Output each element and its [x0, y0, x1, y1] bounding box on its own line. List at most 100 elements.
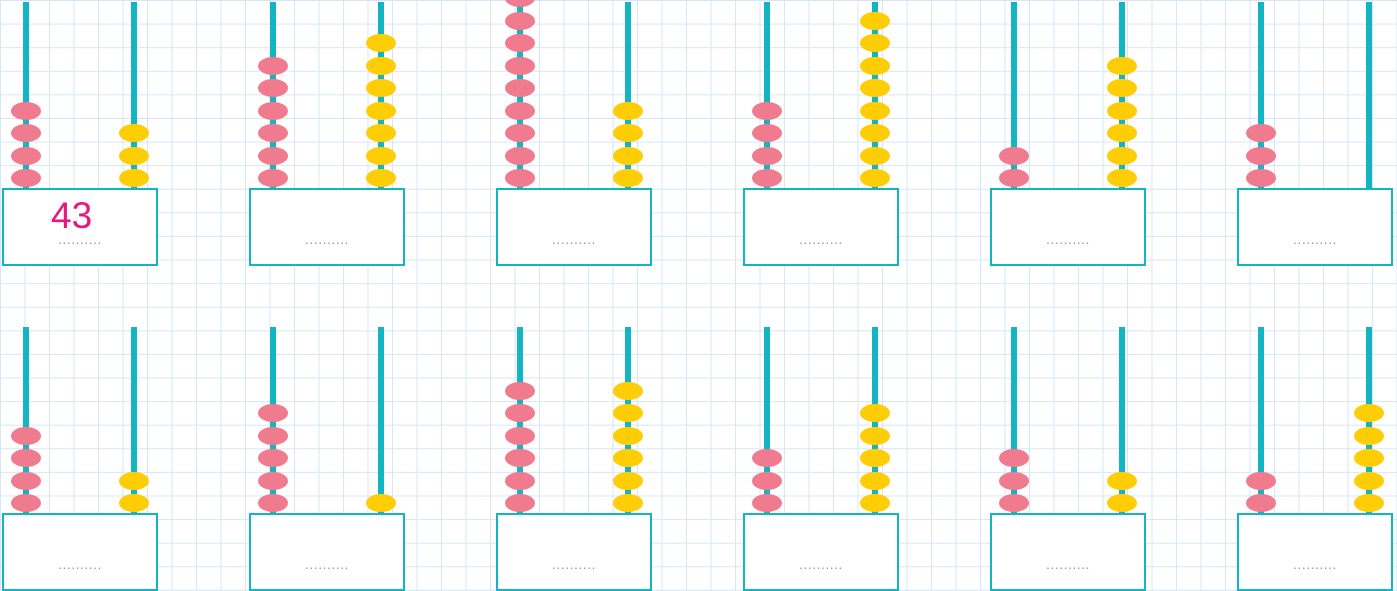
tens-bead [752, 449, 782, 467]
abacus: .......... [1237, 327, 1393, 589]
tens-bead [11, 147, 41, 165]
ones-bead [1107, 124, 1137, 142]
tens-bead [505, 102, 535, 120]
answer-box[interactable]: .......... [249, 188, 405, 266]
ones-bead [860, 102, 890, 120]
tens-bead [999, 449, 1029, 467]
abacus: .......... [990, 327, 1146, 589]
abacus: .......... [249, 2, 405, 264]
ones-bead [860, 57, 890, 75]
ones-bead [613, 427, 643, 445]
answer-blank: .......... [498, 232, 650, 246]
tens-bead [258, 494, 288, 512]
ones-bead [1107, 147, 1137, 165]
tens-bead [505, 494, 535, 512]
tens-bead [258, 449, 288, 467]
tens-bead [505, 79, 535, 97]
ones-bead [366, 169, 396, 187]
ones-bead [1107, 57, 1137, 75]
ones-bead [860, 34, 890, 52]
tens-bead [999, 494, 1029, 512]
tens-bead [258, 57, 288, 75]
ones-bead [860, 12, 890, 30]
tens-bead [999, 147, 1029, 165]
ones-bead [119, 147, 149, 165]
ones-bead [860, 472, 890, 490]
tens-bead [999, 169, 1029, 187]
tens-bead [11, 102, 41, 120]
tens-bead [11, 124, 41, 142]
ones-bead [860, 449, 890, 467]
answer-box[interactable]: .......... [1237, 513, 1393, 591]
ones-bead [860, 147, 890, 165]
tens-bead [1246, 169, 1276, 187]
tens-bead [258, 79, 288, 97]
answer-blank: .......... [1239, 557, 1391, 571]
answer-blank: .......... [745, 232, 897, 246]
tens-bead [11, 494, 41, 512]
ones-bead [613, 124, 643, 142]
ones-rod [1366, 2, 1372, 188]
tens-bead [11, 449, 41, 467]
answer-box[interactable]: .......... [990, 188, 1146, 266]
answer-blank: .......... [251, 557, 403, 571]
ones-bead [1354, 494, 1384, 512]
tens-bead [505, 0, 535, 7]
ones-bead [366, 494, 396, 512]
tens-bead [505, 169, 535, 187]
abacus: .......... [1237, 2, 1393, 264]
tens-bead [505, 427, 535, 445]
ones-bead [1107, 79, 1137, 97]
ones-rod [378, 327, 384, 513]
answer-blank: .......... [1239, 232, 1391, 246]
tens-bead [505, 404, 535, 422]
answer-box[interactable]: .......... [1237, 188, 1393, 266]
abacus: .......... [990, 2, 1146, 264]
ones-bead [119, 124, 149, 142]
ones-bead [119, 494, 149, 512]
ones-bead [613, 449, 643, 467]
ones-bead [860, 169, 890, 187]
abacus: .......... [496, 2, 652, 264]
answer-box[interactable]: .......... [743, 513, 899, 591]
answer-box[interactable]: .......... [2, 513, 158, 591]
ones-bead [860, 404, 890, 422]
tens-bead [11, 472, 41, 490]
ones-bead [366, 57, 396, 75]
abacus: .......... [743, 327, 899, 589]
ones-bead [366, 147, 396, 165]
tens-bead [258, 472, 288, 490]
tens-bead [1246, 124, 1276, 142]
answer-box[interactable]: .......... [496, 513, 652, 591]
ones-bead [860, 124, 890, 142]
ones-bead [1354, 449, 1384, 467]
ones-bead [613, 147, 643, 165]
answer-box[interactable]: .......... [990, 513, 1146, 591]
answer-blank: .......... [498, 557, 650, 571]
abacus: ..........43 [2, 2, 158, 264]
ones-bead [366, 79, 396, 97]
tens-bead [505, 472, 535, 490]
tens-bead [258, 169, 288, 187]
tens-bead [505, 124, 535, 142]
answer-box[interactable]: ..........43 [2, 188, 158, 266]
ones-bead [613, 169, 643, 187]
tens-bead [1246, 494, 1276, 512]
tens-bead [505, 382, 535, 400]
answer-blank: .......... [4, 557, 156, 571]
ones-bead [613, 494, 643, 512]
answer-box[interactable]: .......... [743, 188, 899, 266]
ones-bead [613, 472, 643, 490]
ones-bead [860, 427, 890, 445]
answer-box[interactable]: .......... [249, 513, 405, 591]
answer-box[interactable]: .......... [496, 188, 652, 266]
tens-bead [11, 169, 41, 187]
abacus: .......... [249, 327, 405, 589]
tens-bead [505, 449, 535, 467]
ones-bead [1354, 472, 1384, 490]
tens-bead [505, 12, 535, 30]
tens-bead [505, 147, 535, 165]
abacus: .......... [2, 327, 158, 589]
ones-bead [119, 472, 149, 490]
answer-blank: .......... [745, 557, 897, 571]
